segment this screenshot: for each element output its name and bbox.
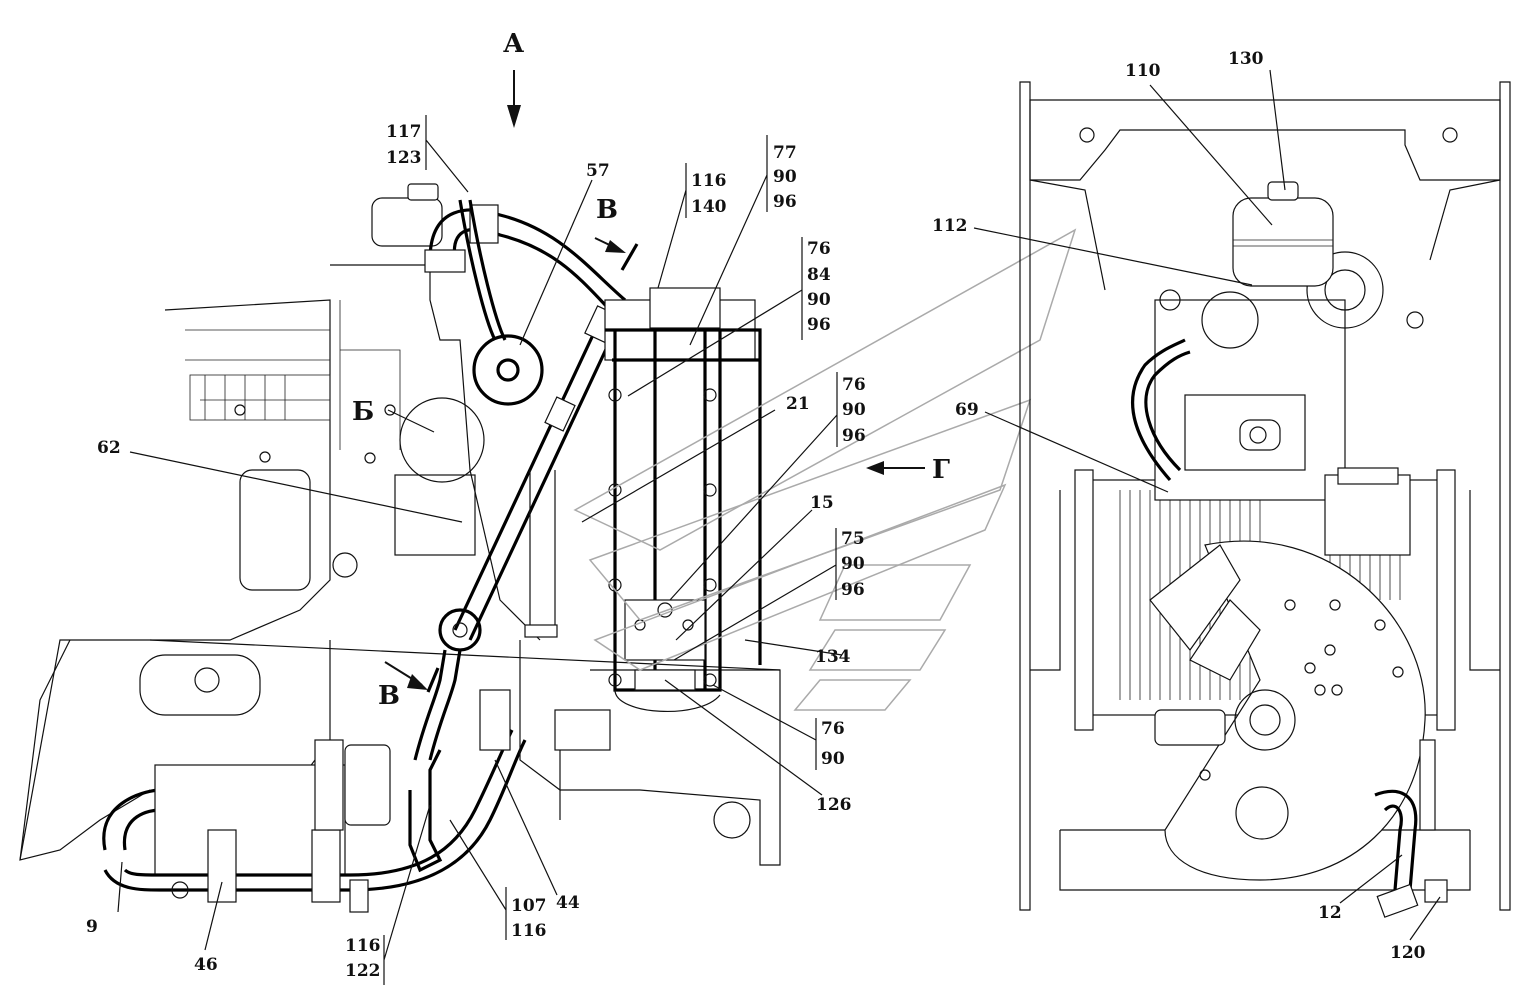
stack-116a-line-1: 116 — [691, 171, 727, 191]
stack-76b-line-1: 76 — [842, 375, 866, 395]
view-label-v-top: В — [596, 195, 618, 225]
callout-15: 15 — [810, 493, 834, 513]
stack-76b-line-2: 90 — [842, 400, 866, 420]
callout-110: 110 — [1125, 61, 1161, 81]
callout-numbers: 9 12 15 21 44 46 57 62 69 110 112 120 12… — [86, 49, 1426, 975]
callout-12: 12 — [1318, 903, 1342, 923]
side-view — [19, 70, 925, 913]
callout-46: 46 — [194, 955, 218, 975]
view-label-v-bottom: В — [378, 681, 400, 711]
stack-77-line-1: 77 — [773, 143, 797, 163]
callout-134: 134 — [815, 647, 851, 667]
callout-69: 69 — [955, 400, 979, 420]
front-view — [1019, 81, 1511, 918]
stack-76c-line-1: 76 — [821, 719, 845, 739]
stack-75-line-2: 90 — [841, 554, 865, 574]
ghost-arrows — [573, 228, 1077, 711]
callout-126: 126 — [816, 795, 852, 815]
stack-76b-line-3: 96 — [842, 426, 866, 446]
stack-76a-line-1: 76 — [807, 239, 831, 259]
stack-116b-line-1: 116 — [345, 936, 381, 956]
stack-76c-line-2: 90 — [821, 749, 845, 769]
callout-130: 130 — [1228, 49, 1264, 69]
callout-9: 9 — [86, 917, 98, 937]
stack-76a-line-2: 84 — [807, 265, 831, 285]
stack-75-line-1: 75 — [841, 529, 865, 549]
stack-116b-line-2: 122 — [345, 961, 381, 981]
stack-107-line-1: 107 — [511, 896, 547, 916]
leader-lines — [117, 69, 1441, 985]
callout-stacks: 117 123 116 140 77 90 96 76 84 90 96 76 … — [345, 122, 866, 981]
view-label-g: Г — [932, 455, 950, 485]
view-labels: А Б В В Г — [352, 29, 950, 711]
stack-107-line-2: 116 — [511, 921, 547, 941]
stack-76a-line-4: 96 — [807, 315, 831, 335]
callout-62: 62 — [97, 438, 121, 458]
callout-112: 112 — [932, 216, 968, 236]
callout-21: 21 — [786, 394, 810, 414]
callout-120: 120 — [1390, 943, 1426, 963]
stack-117-line-1: 117 — [386, 122, 422, 142]
stack-77-line-3: 96 — [773, 192, 797, 212]
callout-57: 57 — [586, 161, 610, 181]
stack-77-line-2: 90 — [773, 167, 797, 187]
callout-44: 44 — [556, 893, 580, 913]
stack-75-line-3: 96 — [841, 580, 865, 600]
view-label-b: Б — [352, 397, 374, 427]
stack-76a-line-3: 90 — [807, 290, 831, 310]
view-label-a: А — [503, 29, 524, 59]
stack-117-line-2: 123 — [386, 148, 422, 168]
stack-116a-line-2: 140 — [691, 197, 727, 217]
